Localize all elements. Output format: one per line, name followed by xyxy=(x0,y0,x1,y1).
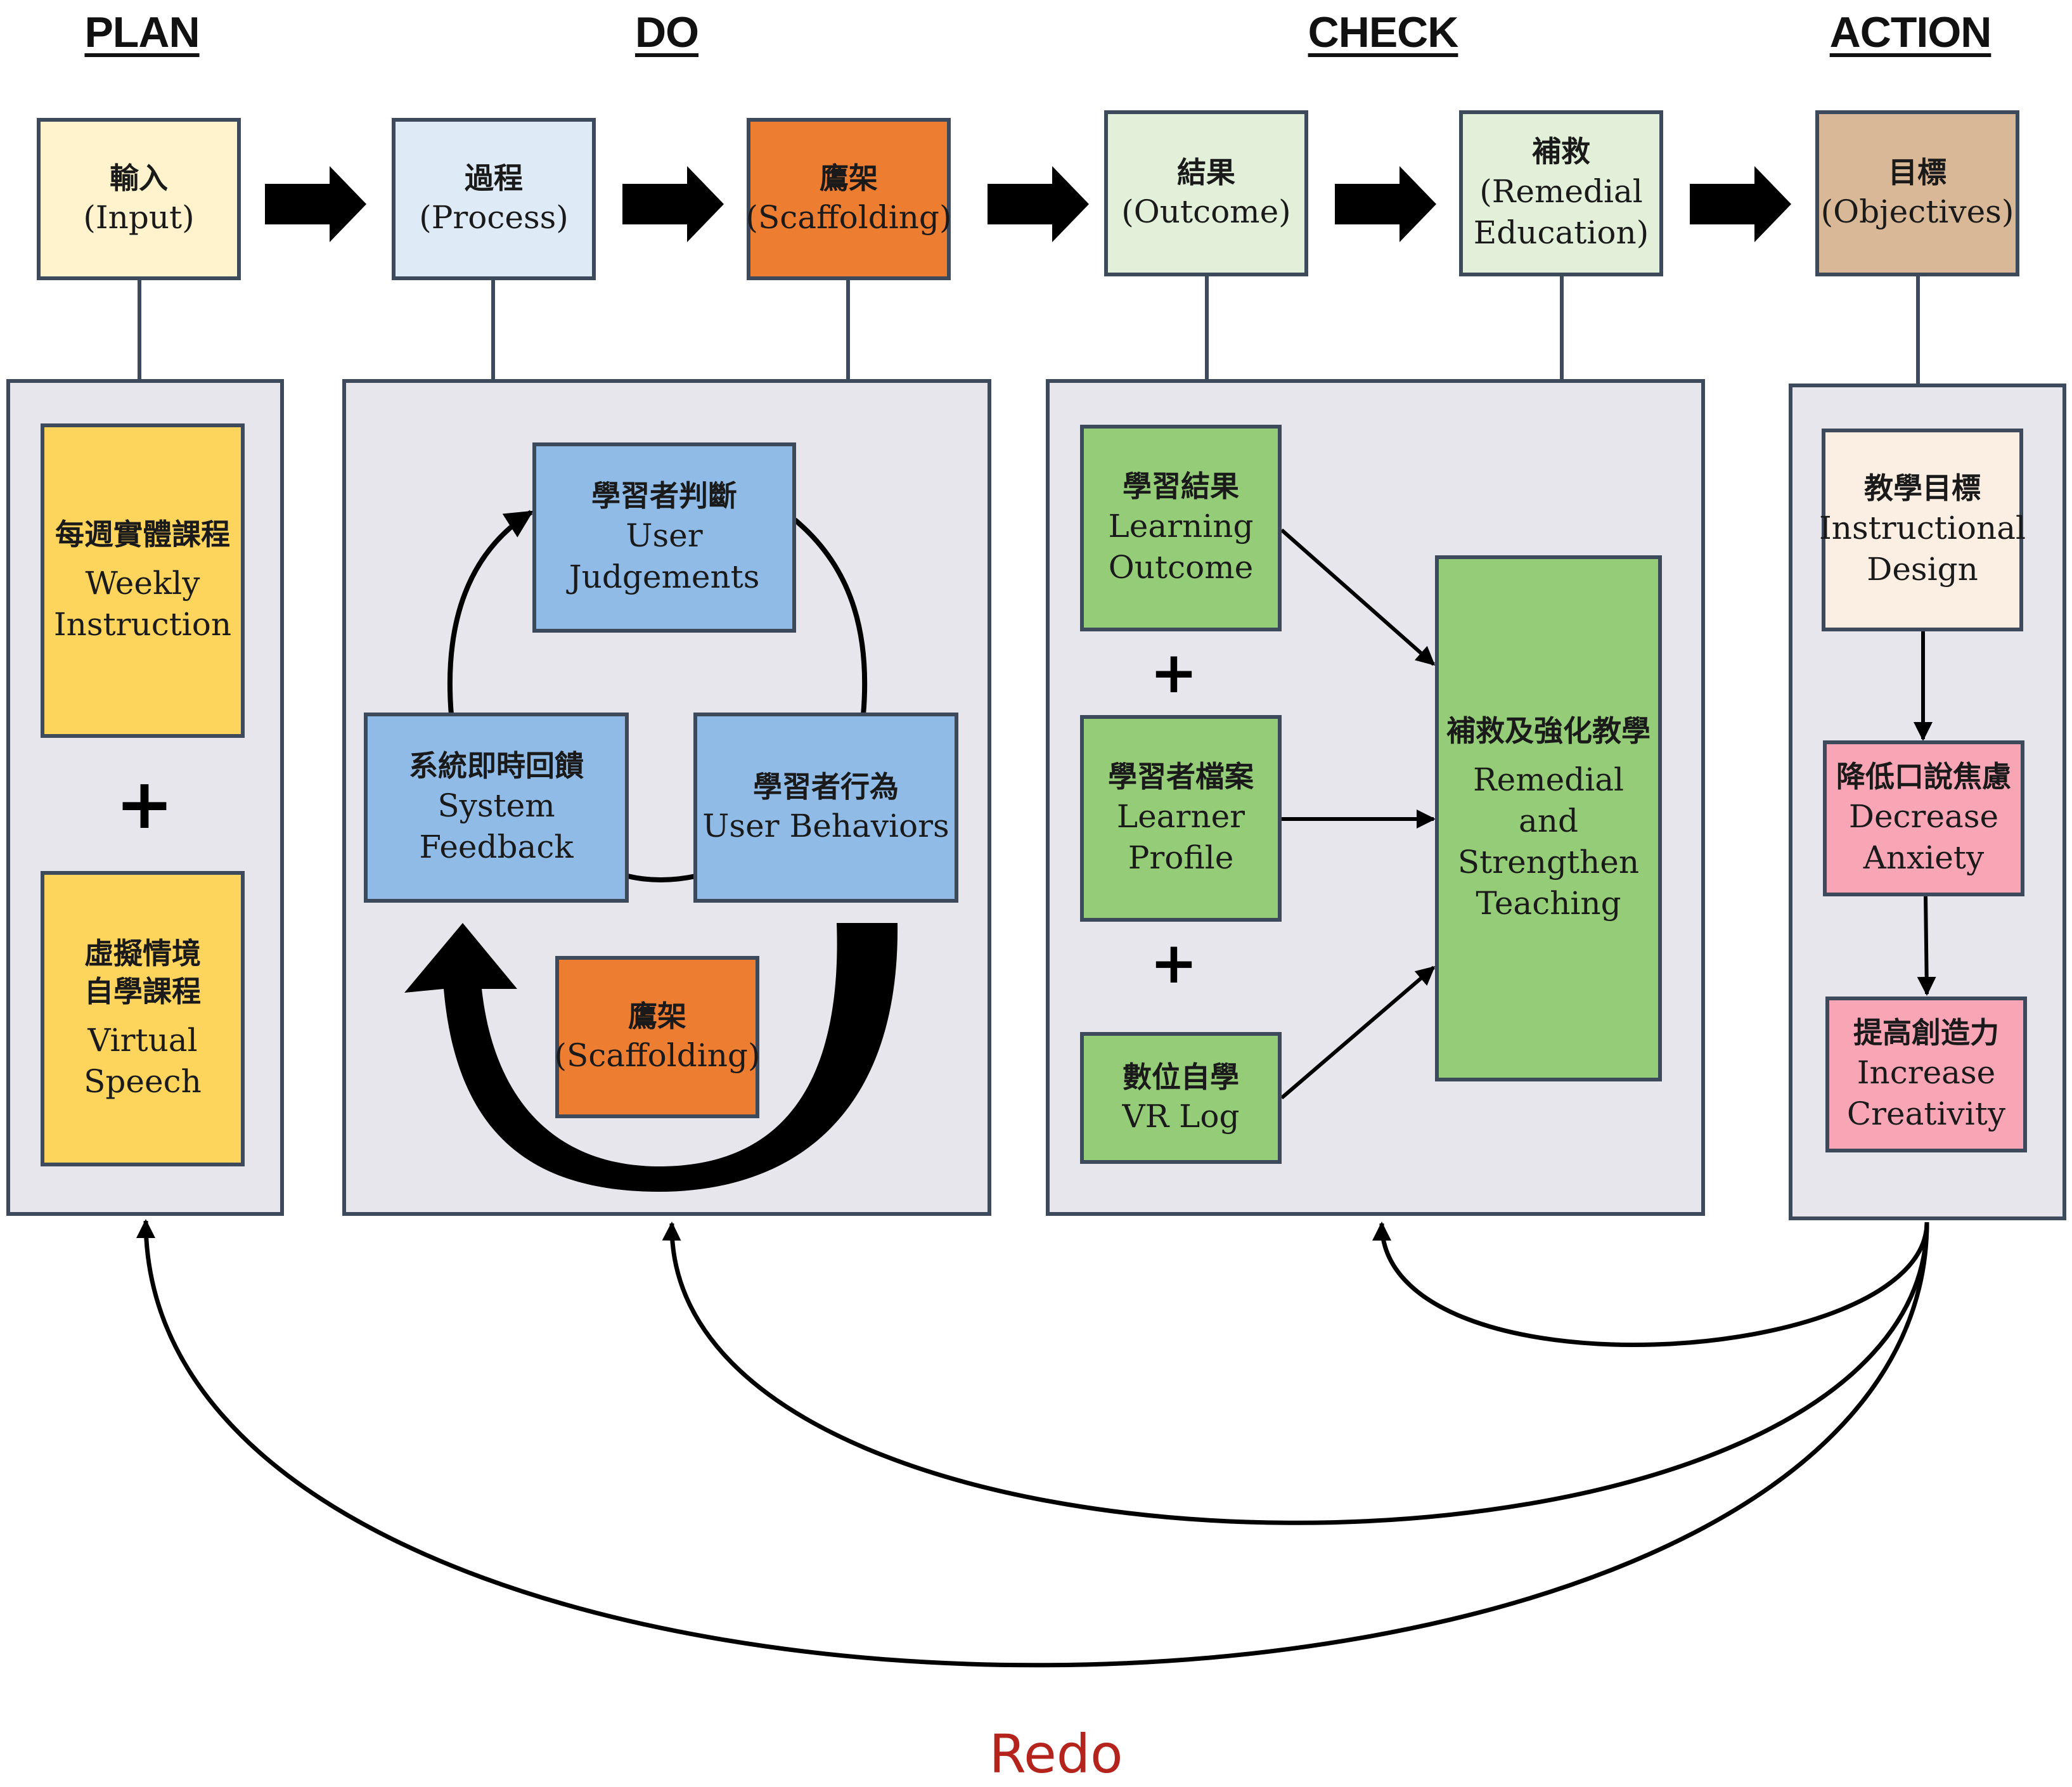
top-box-remedial: 補救 (Remedial Education) xyxy=(1459,110,1663,276)
check-remedial-en: Remedial and Strengthen Teaching xyxy=(1457,761,1640,922)
action-design-box: 教學目標 Instructional Design xyxy=(1819,429,2026,631)
redo-loop-plan xyxy=(136,1219,1929,1668)
action-creativity-box: 提高創造力 Increase Creativity xyxy=(1825,997,2027,1152)
check-remedial-box: 補救及強化教學 Remedial and Strengthen Teaching xyxy=(1435,555,1662,1081)
top-box-scaffolding-zh: 鷹架 xyxy=(820,160,878,195)
redo-label: Redo xyxy=(989,1723,1123,1785)
arrow-scaffolding-outcome xyxy=(988,166,1089,242)
redo-loops xyxy=(136,1219,1929,1668)
arrow-vrlog-to-remedial xyxy=(1280,965,1436,1100)
phase-do: DO xyxy=(635,8,699,56)
top-box-process-en: (Process) xyxy=(419,199,569,236)
top-box-process-zh: 過程 xyxy=(465,160,523,195)
top-box-input-zh: 輸入 xyxy=(110,160,168,195)
cycle-arc-feedback-to-judgements xyxy=(447,510,534,716)
check-profile-en: Learner Profile xyxy=(1116,797,1245,876)
check-vrlog-box: 數位自學 VR Log xyxy=(1080,1032,1282,1164)
check-plus-1: + xyxy=(1150,640,1198,706)
top-box-objectives-zh: 目標 xyxy=(1888,155,1947,190)
do-judgements-en: User Judgements xyxy=(569,517,760,595)
scaffolding-curved-arrow xyxy=(404,923,898,1192)
top-box-remedial-en: (Remedial Education) xyxy=(1473,172,1649,251)
top-box-remedial-zh: 補救 xyxy=(1532,134,1590,169)
plan-weekly-en: Weekly Instruction xyxy=(53,565,232,643)
check-vrlog-zh: 數位自學 xyxy=(1123,1059,1239,1094)
top-box-objectives: 目標 (Objectives) xyxy=(1815,110,2019,276)
top-box-input-en: (Input) xyxy=(83,199,195,236)
top-box-scaffolding-en: (Scaffolding) xyxy=(745,199,952,236)
phase-check: CHECK xyxy=(1308,8,1459,56)
cycle-arc-judgements-to-behaviors xyxy=(793,517,868,716)
check-vrlog-en: VR Log xyxy=(1122,1098,1240,1135)
arrow-input-process xyxy=(265,166,366,242)
plan-virtual-en: Virtual Speech xyxy=(84,1021,202,1100)
do-scaffolding-zh: 鷹架 xyxy=(628,998,686,1033)
top-box-objectives-en: (Objectives) xyxy=(1820,193,2014,231)
action-design-zh: 教學目標 xyxy=(1864,471,1981,506)
top-box-outcome-zh: 結果 xyxy=(1177,155,1235,190)
check-plus-2: + xyxy=(1150,930,1198,997)
action-anxiety-zh: 降低口說焦慮 xyxy=(1836,759,2011,794)
action-creativity-en: Increase Creativity xyxy=(1846,1054,2006,1132)
do-behaviors-box: 學習者行為 User Behaviors xyxy=(693,713,958,903)
check-remedial-zh: 補救及強化教學 xyxy=(1446,713,1651,748)
check-profile-box: 學習者檔案 Learner Profile xyxy=(1080,715,1282,922)
do-feedback-box: 系統即時回饋 System Feedback xyxy=(364,713,629,903)
do-scaffolding-box: 鷹架 (Scaffolding) xyxy=(554,956,761,1118)
arrow-process-scaffolding xyxy=(622,166,724,242)
action-anxiety-en: Decrease Anxiety xyxy=(1848,797,1999,876)
phase-action: ACTION xyxy=(1829,8,1992,56)
plan-virtual-box: 虛擬情境 自學課程 Virtual Speech xyxy=(41,871,245,1166)
top-connectors xyxy=(138,275,1920,384)
top-box-outcome: 結果 (Outcome) xyxy=(1104,110,1308,276)
do-feedback-zh: 系統即時回饋 xyxy=(409,749,584,784)
plan-weekly-box: 每週實體課程 Weekly Instruction xyxy=(41,423,245,738)
top-box-scaffolding: 鷹架 (Scaffolding) xyxy=(745,118,952,280)
check-outcome-en: Learning Outcome xyxy=(1108,507,1254,586)
do-scaffolding-en: (Scaffolding) xyxy=(554,1037,761,1074)
arrow-remedial-objectives xyxy=(1690,166,1791,242)
plan-virtual-zh: 虛擬情境 自學課程 xyxy=(84,936,201,1009)
check-outcome-box: 學習結果 Learning Outcome xyxy=(1080,425,1282,631)
plan-plus: + xyxy=(115,763,174,844)
arrow-outcome-to-remedial xyxy=(1280,528,1436,666)
do-judgements-zh: 學習者判斷 xyxy=(591,479,737,513)
action-design-en: Instructional Design xyxy=(1819,509,2026,588)
top-box-outcome-en: (Outcome) xyxy=(1121,193,1291,231)
do-judgements-box: 學習者判斷 User Judgements xyxy=(532,442,796,633)
top-box-process: 過程 (Process) xyxy=(392,118,596,280)
do-behaviors-zh: 學習者行為 xyxy=(753,769,899,804)
plan-weekly-zh: 每週實體課程 xyxy=(55,517,230,552)
do-feedback-en: System Feedback xyxy=(419,787,574,865)
cycle-link-bottom xyxy=(627,874,697,882)
top-box-input: 輸入 (Input) xyxy=(37,118,241,280)
redo-loop-do xyxy=(662,1222,1929,1525)
action-anxiety-box: 降低口說焦慮 Decrease Anxiety xyxy=(1823,740,2024,896)
arrow-anxiety-to-creativity xyxy=(1917,894,1936,996)
arrow-outcome-remedial xyxy=(1335,166,1436,242)
flow-arrows xyxy=(265,166,1791,242)
do-behaviors-en: User Behaviors xyxy=(702,808,949,845)
check-profile-zh: 學習者檔案 xyxy=(1108,759,1254,794)
redo-loop-check xyxy=(1372,1222,1929,1347)
phase-plan: PLAN xyxy=(84,8,200,56)
action-creativity-zh: 提高創造力 xyxy=(1853,1016,1999,1050)
check-outcome-zh: 學習結果 xyxy=(1123,469,1239,504)
